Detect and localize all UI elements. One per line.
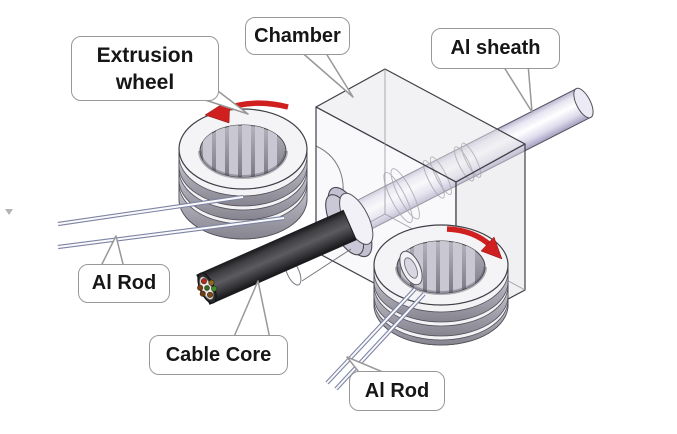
rotation-arrow-right-head (480, 236, 503, 260)
al-rod-line-core (335, 293, 425, 390)
cable-wires (197, 278, 218, 298)
callout-cable-core: Cable Core (149, 335, 288, 375)
callout-al-rod-left-label: Al Rod (91, 272, 157, 294)
wheel-bore-shadow (198, 150, 288, 179)
callout-al-rod-bottom-label: Al Rod (364, 379, 430, 402)
al-rods-left (57, 194, 285, 250)
callout-al-sheath-label: Al sheath (450, 37, 541, 59)
callout-al-rod-left: Al Rod (78, 264, 170, 303)
wheel-bore-ribs (203, 125, 277, 177)
wheel-bore-shadow (395, 266, 487, 295)
wheel-groove-band (178, 169, 308, 221)
wheel-groove-band (178, 155, 308, 207)
al-rod-line-core (57, 217, 285, 248)
sheath-end-cap (573, 87, 594, 119)
rod-guide-bore (404, 257, 418, 279)
rotation-arrow-right-icon (446, 226, 503, 260)
al-rod-line-core (57, 196, 244, 225)
callout-chamber-label: Chamber (254, 24, 341, 47)
callout-al-sheath: Al sheath (431, 28, 560, 69)
callout-tail-chamber (298, 49, 354, 98)
extrusion-wheel-left (178, 108, 308, 240)
cursor-artifact-icon (5, 209, 13, 215)
callout-chamber: Chamber (245, 17, 350, 55)
wheel-groove-band (373, 285, 509, 337)
al-rod-line-core (326, 288, 416, 384)
callout-extrusion-wheel-label: Extrusion wheel (96, 43, 194, 94)
al-rods-bottom (325, 287, 426, 391)
wheel-groove-band (178, 183, 308, 240)
cable-core (196, 209, 357, 305)
wheel-groove-band (373, 299, 509, 346)
rod-guide-die (399, 250, 423, 286)
callout-extrusion-wheel: Extrusion wheel (71, 36, 219, 101)
callout-tail-al-sheath (501, 63, 533, 113)
callout-al-rod-bottom: Al Rod (349, 371, 445, 411)
callout-cable-core-label: Cable Core (165, 343, 272, 366)
